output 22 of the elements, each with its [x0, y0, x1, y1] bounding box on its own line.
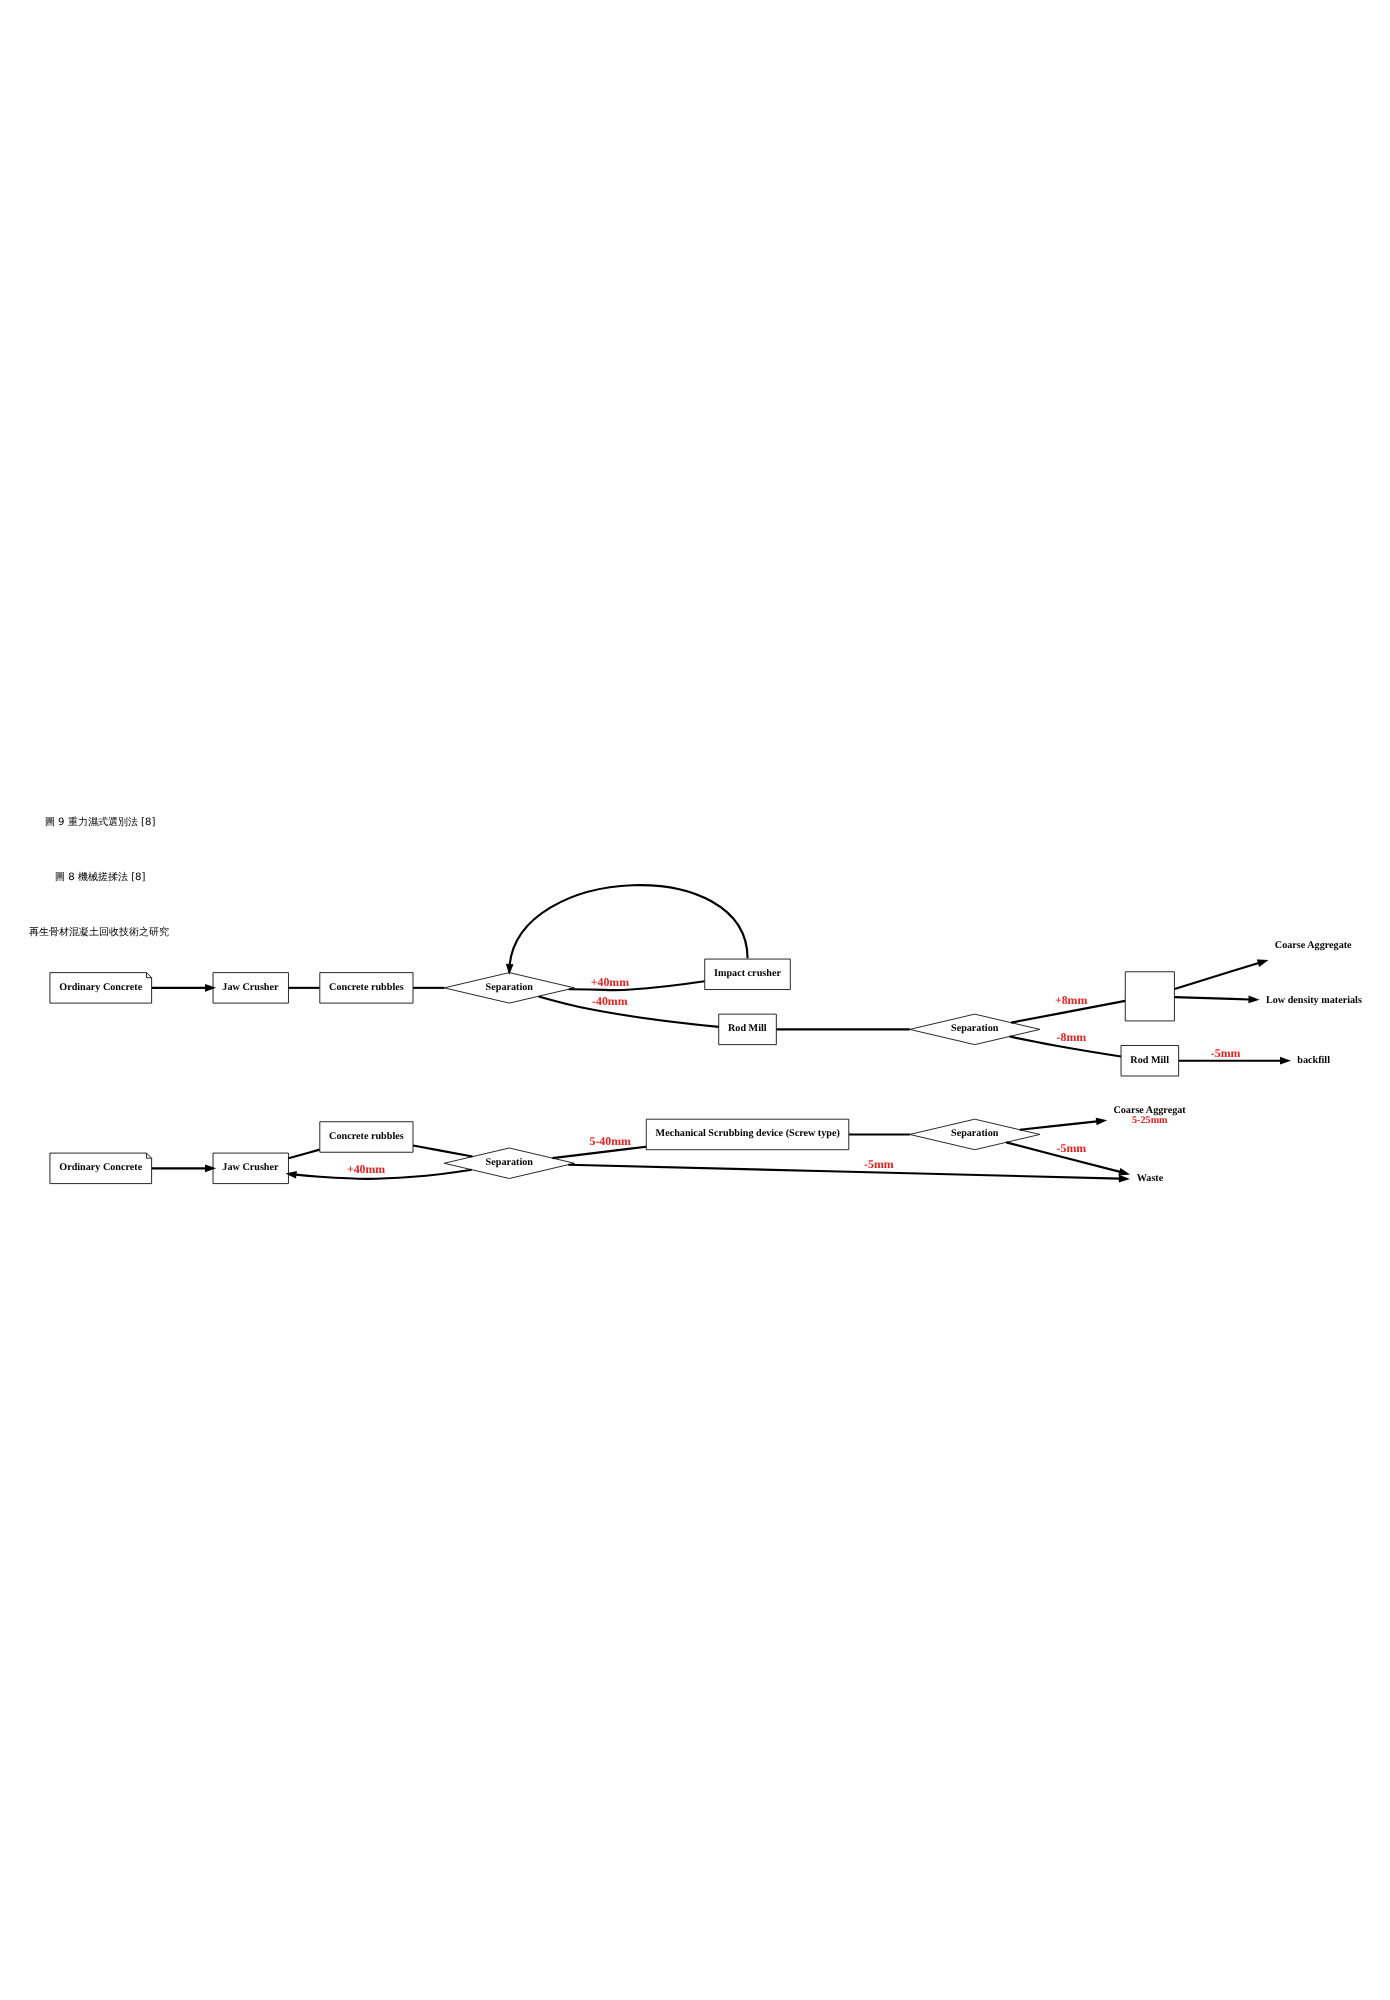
arrow [505, 883, 749, 974]
arrow [151, 1163, 217, 1172]
arrow [285, 1167, 472, 1179]
connector [1010, 998, 1126, 1023]
node-box [1124, 970, 1175, 1021]
arrow [1174, 994, 1260, 1003]
connector [848, 1132, 910, 1135]
connector [288, 1147, 320, 1159]
arrow [1019, 1116, 1108, 1130]
arrow [1174, 958, 1269, 989]
arrow [151, 983, 217, 991]
arrow [568, 1162, 1130, 1182]
connector [552, 1144, 647, 1159]
connector [288, 985, 320, 988]
connector [413, 985, 445, 988]
connector [568, 979, 705, 991]
connector [1009, 1034, 1122, 1057]
arrow [1178, 1055, 1292, 1064]
connector [538, 994, 719, 1027]
connector [776, 1027, 910, 1030]
arrow [1005, 1140, 1131, 1175]
connector [412, 1143, 473, 1157]
